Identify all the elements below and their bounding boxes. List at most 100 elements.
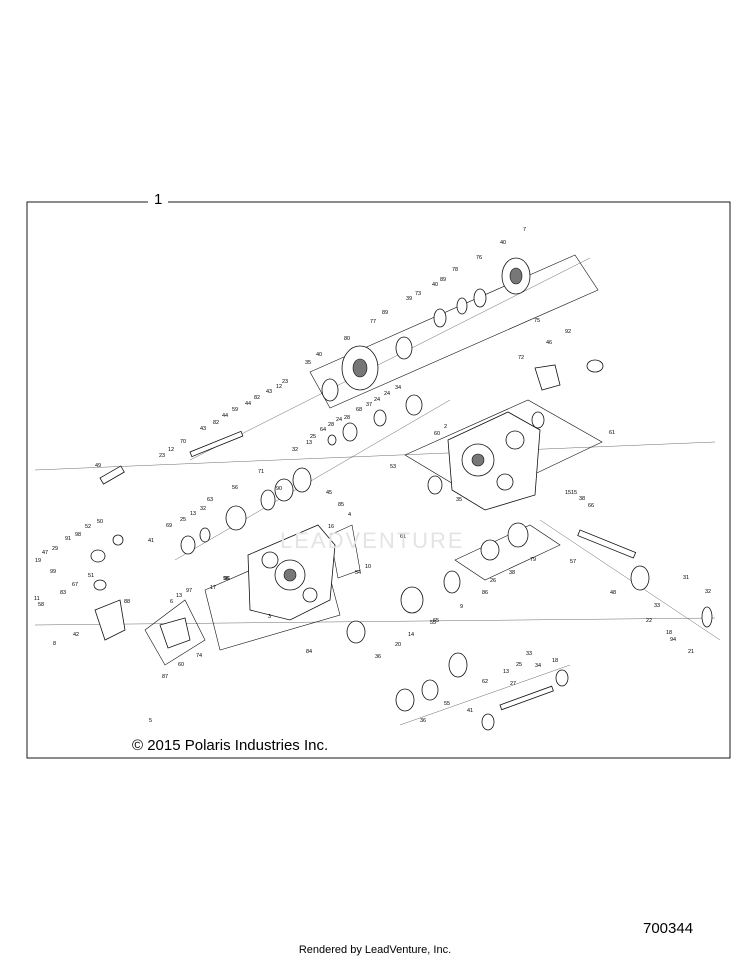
callout: 42: [73, 632, 79, 638]
callout: 38: [579, 496, 585, 502]
callout: 80: [344, 336, 350, 342]
callout: 36: [420, 718, 426, 724]
callout: 33: [654, 603, 660, 609]
callout: 53: [390, 464, 396, 470]
callout: 8: [53, 641, 56, 647]
callout: 65: [433, 618, 439, 624]
callout: 25: [180, 517, 186, 523]
callout: 57: [570, 559, 576, 565]
callout: 62: [482, 679, 488, 685]
callout: 44: [222, 413, 228, 419]
callout: 14: [408, 632, 414, 638]
callout: 86: [482, 590, 488, 596]
callout: 4: [348, 512, 351, 518]
callout: 41: [467, 708, 473, 714]
callout: 31: [683, 575, 689, 581]
callout: 60: [434, 431, 440, 437]
callout: 23: [159, 453, 165, 459]
callout: 49: [95, 463, 101, 469]
callout: 6: [170, 599, 173, 605]
callout: 48: [610, 590, 616, 596]
axis-line: [399, 664, 571, 726]
callout: 72: [518, 355, 524, 361]
callout: 44: [245, 401, 251, 407]
callout: 78: [452, 267, 458, 273]
middle-gear-train: [180, 394, 423, 555]
group-outline-54: [329, 524, 361, 579]
callout: 12: [168, 447, 174, 453]
callout: 5: [149, 718, 152, 724]
callout: 82: [254, 395, 260, 401]
callout: 69: [166, 523, 172, 529]
callout: 33: [526, 651, 532, 657]
callout: 47: [42, 550, 48, 556]
callout: 24: [374, 397, 380, 403]
callout: 40: [432, 282, 438, 288]
callout: 11: [34, 596, 40, 602]
callout: 36: [375, 654, 381, 660]
callout: 32: [200, 506, 206, 512]
callout: 32: [705, 589, 711, 595]
callout: 35: [456, 497, 462, 503]
callout: 22: [646, 618, 652, 624]
callout: 19: [35, 558, 41, 564]
callout: 38: [509, 570, 515, 576]
callout: 17: [210, 585, 216, 591]
callout: 16: [328, 524, 334, 530]
diagram-id: 700344: [643, 920, 694, 937]
callout: 41: [148, 538, 154, 544]
callout: 18: [552, 658, 558, 664]
callout: 88: [124, 599, 130, 605]
watermark: LEADVENTURE: [280, 528, 465, 553]
copyright-notice: © 2015 Polaris Industries Inc.: [130, 737, 331, 754]
axis-line: [34, 441, 716, 471]
callout: 39: [406, 296, 412, 302]
callout: 50: [97, 519, 103, 525]
callout: 15: [565, 490, 571, 496]
callout: 23: [282, 379, 288, 385]
axis-line: [174, 399, 451, 561]
callout: 24: [336, 417, 342, 423]
callout: 99: [50, 569, 56, 575]
callout: 68: [356, 407, 362, 413]
callout: 25: [310, 434, 316, 440]
callout: 83: [60, 590, 66, 596]
callout: 70: [180, 439, 186, 445]
callout: 96: [223, 576, 229, 582]
callout: 15: [571, 490, 577, 496]
callout: 75: [534, 318, 540, 324]
callout: 10: [365, 564, 371, 570]
axis-line: [539, 519, 721, 641]
callout: 84: [306, 649, 312, 655]
frame-label: 1: [148, 191, 169, 208]
callout: 45: [326, 490, 332, 496]
callout: 21: [688, 649, 694, 655]
callout: 7: [523, 227, 526, 233]
callout: 46: [546, 340, 552, 346]
callout: 98: [75, 532, 81, 538]
callout: 76: [476, 255, 482, 261]
callout: 13: [306, 440, 312, 446]
callout: 12: [276, 384, 282, 390]
upper-gear-train: [321, 257, 531, 402]
callout: 40: [500, 240, 506, 246]
callout: 54: [355, 570, 361, 576]
callout: 61: [400, 534, 406, 540]
callout: 55: [444, 701, 450, 707]
callout: 43: [200, 426, 206, 432]
callout: 66: [588, 503, 594, 509]
callout: 73: [415, 291, 421, 297]
callout: 35: [305, 360, 311, 366]
callout: 92: [565, 329, 571, 335]
callout: 32: [292, 447, 298, 453]
transmission-housing-right: [427, 411, 545, 511]
callout: 56: [232, 485, 238, 491]
callout: 52: [85, 524, 91, 530]
left-components: [90, 359, 604, 649]
callout: 13: [503, 669, 509, 675]
callout: 82: [213, 420, 219, 426]
callout: 74: [196, 653, 202, 659]
callout: 85: [338, 502, 344, 508]
callout: 29: [52, 546, 58, 552]
